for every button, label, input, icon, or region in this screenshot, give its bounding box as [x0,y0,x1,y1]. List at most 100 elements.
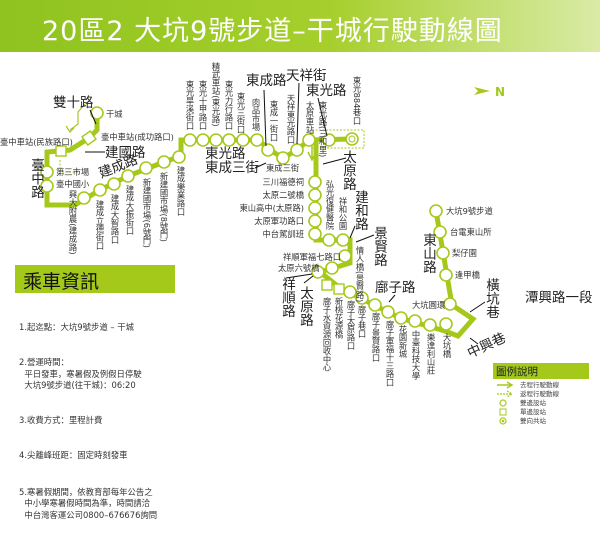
stop-marker[interactable] [302,133,316,147]
stop-label: 東光三街口 [236,91,246,133]
stop-marker[interactable] [343,285,357,299]
info-line: 5.寒暑假期間，依教育部每年公告之 中小學寒暑假時間為準，時間請洽 中台灣客運公… [19,486,158,520]
legend-item: 返程行駛動線 [520,390,559,398]
stop-marker[interactable] [209,133,223,147]
stop-label: 廍子軍福十三路口 [385,319,395,386]
stop-label: 干城 [106,109,123,119]
stop-marker[interactable] [325,261,339,275]
stop-label: 台電東山所 [450,227,492,237]
title-bar: 20區2 大坑9號步道–干城行駛動線圖 [0,0,600,52]
north-arrow-icon [474,87,490,95]
route-map: N [0,61,593,386]
road-label: 潭興路一段 [525,290,593,306]
stop-label: 廍子景賢路口 [371,311,381,362]
legend-title: 圖例說明 [496,366,538,378]
stop-marker[interactable] [196,133,210,147]
stop-marker[interactable] [308,227,322,241]
stop-marker[interactable] [93,183,107,197]
stop-labels: 干城 臺中車站(成功路口) 臺中車站(民族路口) 第三市場 臺中國小 興大附農(… [0,61,493,386]
stop-marker[interactable] [157,155,171,169]
return-route-line [59,160,78,173]
stop-label: 建成大智路口 [110,193,120,244]
road-label: 廍子路 [375,279,416,296]
stop-marker[interactable] [429,204,443,218]
stop-marker[interactable] [381,305,395,319]
stop-marker[interactable] [77,191,91,205]
info-header: 乘車資訊 [15,265,175,293]
stop-marker[interactable] [408,314,422,328]
stop-marker[interactable] [322,233,336,247]
stop-marker[interactable] [368,298,382,312]
stop-marker[interactable] [81,130,97,146]
stop-marker[interactable] [336,233,350,247]
stop-label: 新建國市場(8號門) [159,171,169,242]
stop-marker[interactable] [333,283,345,295]
stop-label: 花園新城 [398,324,408,359]
stop-marker[interactable] [433,225,447,239]
road-label: 太原路 [340,150,357,191]
stop-label: 興大附農(建成路) [68,189,78,254]
stop-label: 東成三街 [266,163,299,173]
stop-marker[interactable] [443,297,457,311]
stop-label: 樂達利山莊 [426,332,436,375]
stop-marker[interactable] [290,143,304,157]
stop-marker[interactable] [308,201,322,215]
road-label: 中興巷 [465,330,509,362]
stop-label: 東光十甲路口 [198,79,208,130]
stop-marker[interactable] [308,188,322,202]
stop-label: 臺中車站(成功路口) [101,132,174,142]
stop-label: 建成樂業路口 [176,165,186,216]
stop-label: 肉品市場 [251,97,261,132]
stop-marker[interactable] [338,249,352,263]
stop-label: 逢甲橋 [455,270,481,280]
stop-label: 廍子巷口 [357,304,367,338]
stop-label: 梨仔園 [452,248,477,258]
stop-label: 祥和公園 [338,196,348,231]
stop-marker[interactable] [423,318,437,332]
pointer-arrows [85,82,486,345]
legend-item: 雙向共站 [520,417,546,425]
stop-marker[interactable] [55,145,67,157]
stop-marker[interactable] [139,161,153,175]
stop-marker[interactable] [121,169,135,183]
stop-label: 廍子太原路口 [346,299,356,350]
stop-marker[interactable] [436,246,450,260]
stop-label: 建成立德街口 [95,199,105,250]
stop-label: 東山高中(太原路) [239,203,304,213]
stop-marker[interactable] [394,311,408,325]
stop-marker[interactable] [107,177,121,191]
stop-marker[interactable] [172,150,186,164]
stop-marker[interactable] [311,265,325,279]
stop-label: 太原二號橋 [263,190,305,200]
stop-marker[interactable] [222,133,236,147]
shared-stop-ring [348,135,356,143]
stop-marker[interactable] [308,214,322,228]
info-line: 4.尖離峰班距：固定時刻發車 [19,449,128,460]
stop-marker[interactable] [276,151,290,165]
stop-label: 三川福德祠 [263,177,305,187]
stop-marker[interactable] [40,165,54,179]
stop-marker[interactable] [183,133,197,147]
stop-marker[interactable] [261,143,275,157]
map-title: 20區2 大坑9號步道–干城行駛動線圖 [42,16,503,47]
road-label: 臺中路 [28,158,45,199]
stop-marker[interactable] [250,133,264,147]
stop-label: 臺中車站(民族路口) [0,137,73,147]
road-label: 橫坑巷 [483,278,500,319]
stop-label: 東光884巷口 [352,75,362,125]
stop-label: 太原六號橋 [278,263,320,273]
stop-marker[interactable] [439,268,453,282]
legend-item: 單邊設站 [520,408,546,416]
road-label: 景賢路 [371,226,388,267]
stop-marker[interactable] [40,179,54,193]
road-label: 雙十路 [53,95,94,111]
stop-marker[interactable] [355,291,369,305]
stop-marker[interactable] [345,132,359,146]
stop-marker[interactable] [236,133,250,147]
stop-marker[interactable] [439,317,453,331]
stop-marker[interactable] [321,279,333,291]
stop-label: 中臺科技大學 [411,329,421,380]
stop-label: 大坑圓環 [412,300,446,310]
stop-marker[interactable] [308,175,322,189]
stop-marker[interactable] [322,133,336,147]
